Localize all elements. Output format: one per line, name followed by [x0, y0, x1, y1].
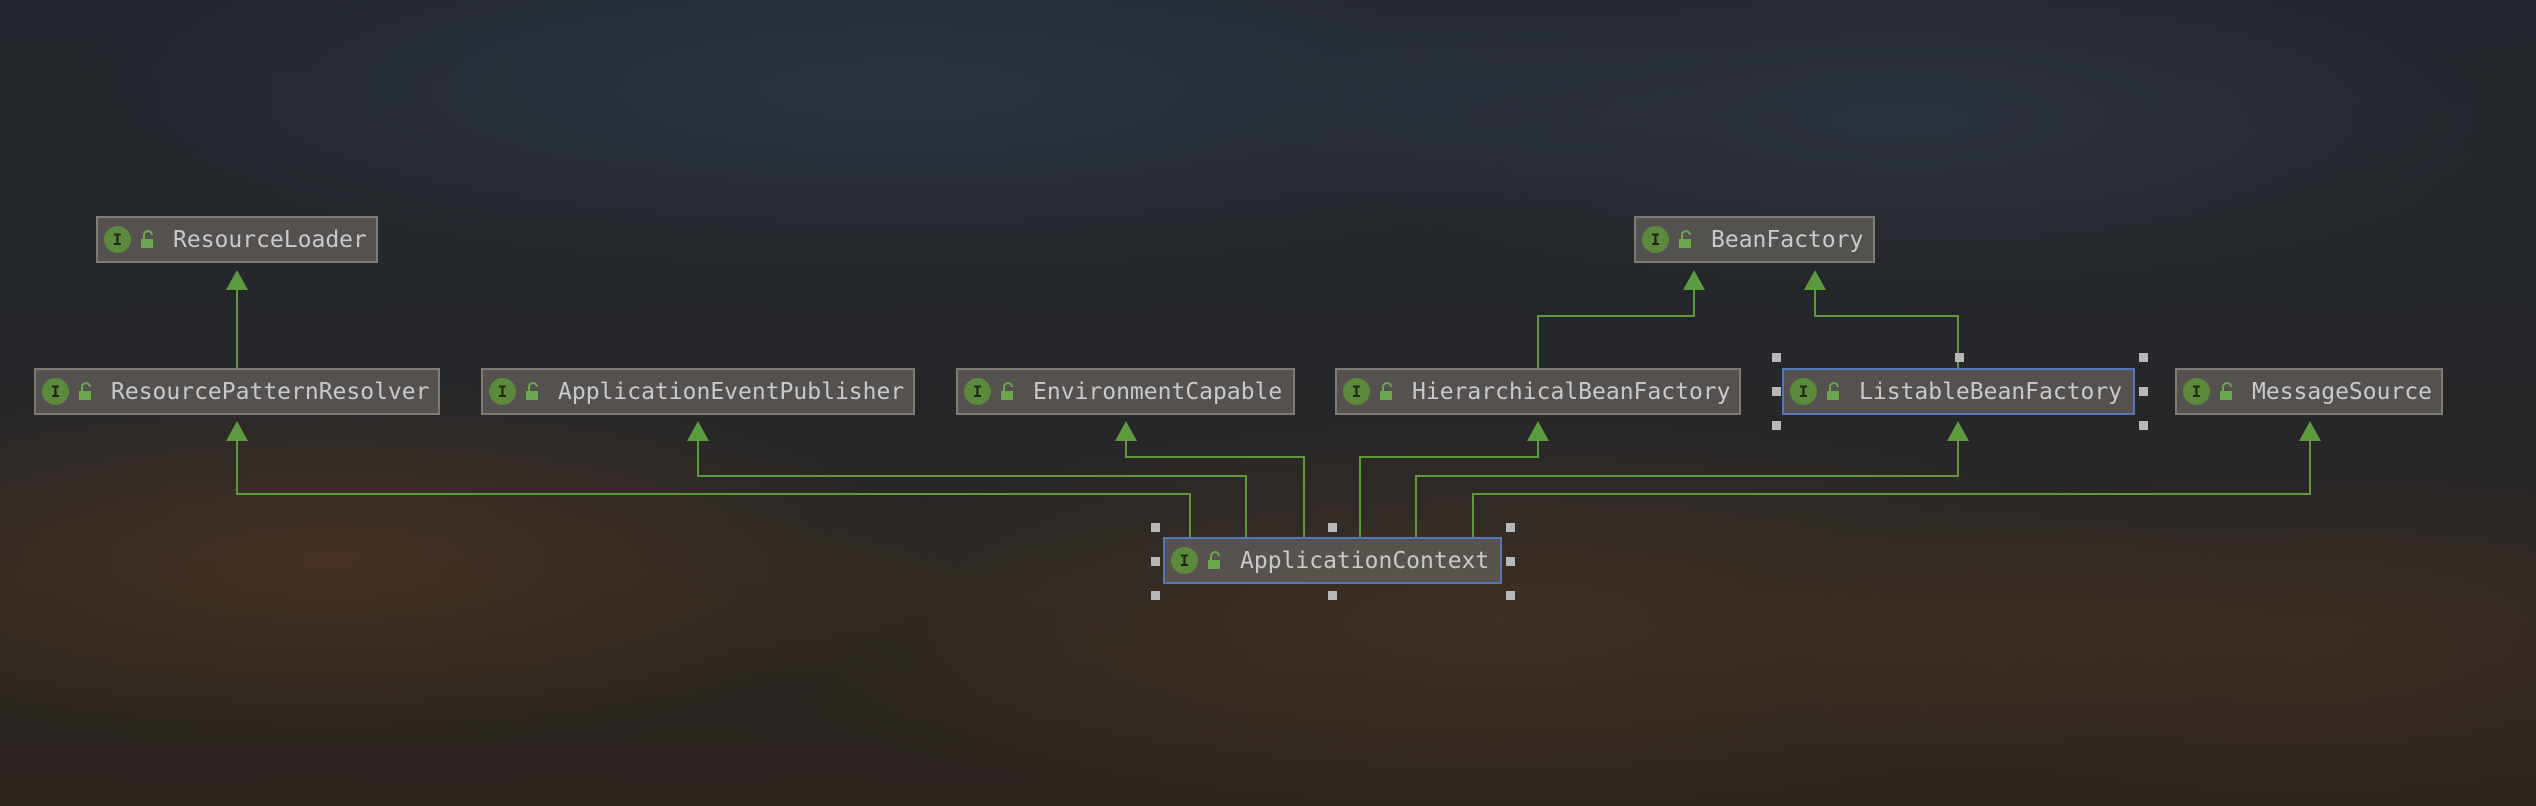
resize-handle[interactable]	[2139, 387, 2148, 396]
lock-open-icon	[526, 381, 538, 400]
edge-application-context-to-application-event-publisher	[687, 421, 1247, 537]
resize-handle[interactable]	[1955, 353, 1964, 362]
lock-open-icon	[1208, 550, 1220, 569]
node-bean-factory[interactable]: I BeanFactory	[1634, 216, 1875, 263]
resize-handle[interactable]	[1151, 557, 1160, 566]
node-label: EnvironmentCapable	[1033, 378, 1283, 405]
resize-handle[interactable]	[1506, 523, 1515, 532]
interface-icon: I	[42, 378, 69, 405]
node-application-context[interactable]: I ApplicationContext	[1163, 537, 1502, 584]
inheritance-arrowhead	[1115, 421, 1137, 441]
edge-hierarchical-bean-factory-to-bean-factory	[1537, 270, 1705, 368]
inheritance-arrowhead	[226, 421, 248, 441]
node-resource-pattern-resolver[interactable]: I ResourcePatternResolver	[34, 368, 440, 415]
lock-open-icon	[1827, 381, 1839, 400]
resize-handle[interactable]	[1151, 591, 1160, 600]
node-label: ApplicationEventPublisher	[558, 378, 905, 405]
lock-open-icon	[1679, 229, 1691, 248]
interface-icon: I	[964, 378, 991, 405]
node-resource-loader[interactable]: I ResourceLoader	[96, 216, 378, 263]
lock-open-icon	[79, 381, 91, 400]
node-label: BeanFactory	[1711, 226, 1864, 253]
lock-open-icon	[1001, 381, 1013, 400]
resize-handle[interactable]	[1772, 387, 1781, 396]
edge-resource-pattern-resolver-to-resource-loader	[226, 270, 248, 368]
interface-icon: I	[1171, 547, 1198, 574]
edge-application-context-to-listable-bean-factory	[1415, 421, 1969, 537]
inheritance-arrowhead	[226, 270, 248, 290]
inheritance-arrowhead	[1683, 270, 1705, 290]
interface-icon: I	[104, 226, 131, 253]
resize-handle[interactable]	[1328, 591, 1337, 600]
inheritance-arrowhead	[1527, 421, 1549, 441]
node-message-source[interactable]: I MessageSource	[2175, 368, 2443, 415]
node-label: ResourcePatternResolver	[111, 378, 430, 405]
resize-handle[interactable]	[1506, 557, 1515, 566]
resize-handle[interactable]	[1151, 523, 1160, 532]
inheritance-arrowhead	[1804, 270, 1826, 290]
interface-icon: I	[489, 378, 516, 405]
edge-listable-bean-factory-to-bean-factory	[1804, 270, 1959, 368]
resize-handle[interactable]	[2139, 421, 2148, 430]
lock-open-icon	[141, 229, 153, 248]
edge-application-context-to-resource-pattern-resolver	[226, 421, 1191, 537]
interface-icon: I	[1790, 378, 1817, 405]
node-listable-bean-factory[interactable]: I ListableBeanFactory	[1782, 368, 2135, 415]
node-application-event-publisher[interactable]: I ApplicationEventPublisher	[481, 368, 915, 415]
interface-icon: I	[2183, 378, 2210, 405]
node-label: HierarchicalBeanFactory	[1412, 378, 1731, 405]
edge-application-context-to-message-source	[1472, 421, 2321, 537]
edge-application-context-to-environment-capable	[1115, 421, 1305, 537]
inheritance-arrowhead	[1947, 421, 1969, 441]
resize-handle[interactable]	[1328, 523, 1337, 532]
interface-icon: I	[1343, 378, 1370, 405]
inheritance-arrowhead	[687, 421, 709, 441]
node-label: MessageSource	[2252, 378, 2433, 405]
edge-application-context-to-hierarchical-bean-factory	[1359, 421, 1549, 537]
resize-handle[interactable]	[1772, 421, 1781, 430]
lock-open-icon	[1380, 381, 1392, 400]
lock-open-icon	[2220, 381, 2232, 400]
node-hierarchical-bean-factory[interactable]: I HierarchicalBeanFactory	[1335, 368, 1741, 415]
resize-handle[interactable]	[1506, 591, 1515, 600]
node-label: ListableBeanFactory	[1859, 378, 2123, 405]
inheritance-arrowhead	[2299, 421, 2321, 441]
resize-handle[interactable]	[2139, 353, 2148, 362]
node-label: ResourceLoader	[173, 226, 367, 253]
node-environment-capable[interactable]: I EnvironmentCapable	[956, 368, 1295, 415]
interface-icon: I	[1642, 226, 1669, 253]
node-label: ApplicationContext	[1240, 547, 1490, 574]
resize-handle[interactable]	[1772, 353, 1781, 362]
